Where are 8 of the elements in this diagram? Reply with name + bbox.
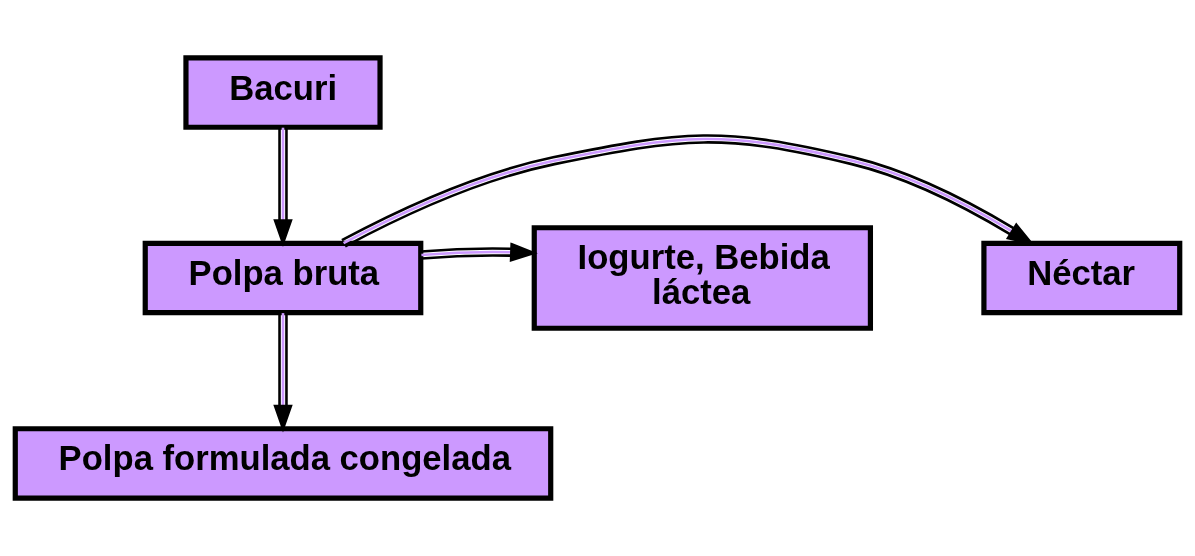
node-box: Polpa bruta (142, 240, 424, 316)
node-box: Iogurte, Bebida láctea (531, 225, 873, 331)
node-box: Bacuri (183, 55, 383, 130)
arrow (273, 313, 293, 433)
arrow (273, 127, 293, 248)
node-box: Polpa formulada congelada (12, 426, 554, 501)
node-box: Néctar (981, 240, 1183, 316)
arrow (421, 242, 538, 262)
